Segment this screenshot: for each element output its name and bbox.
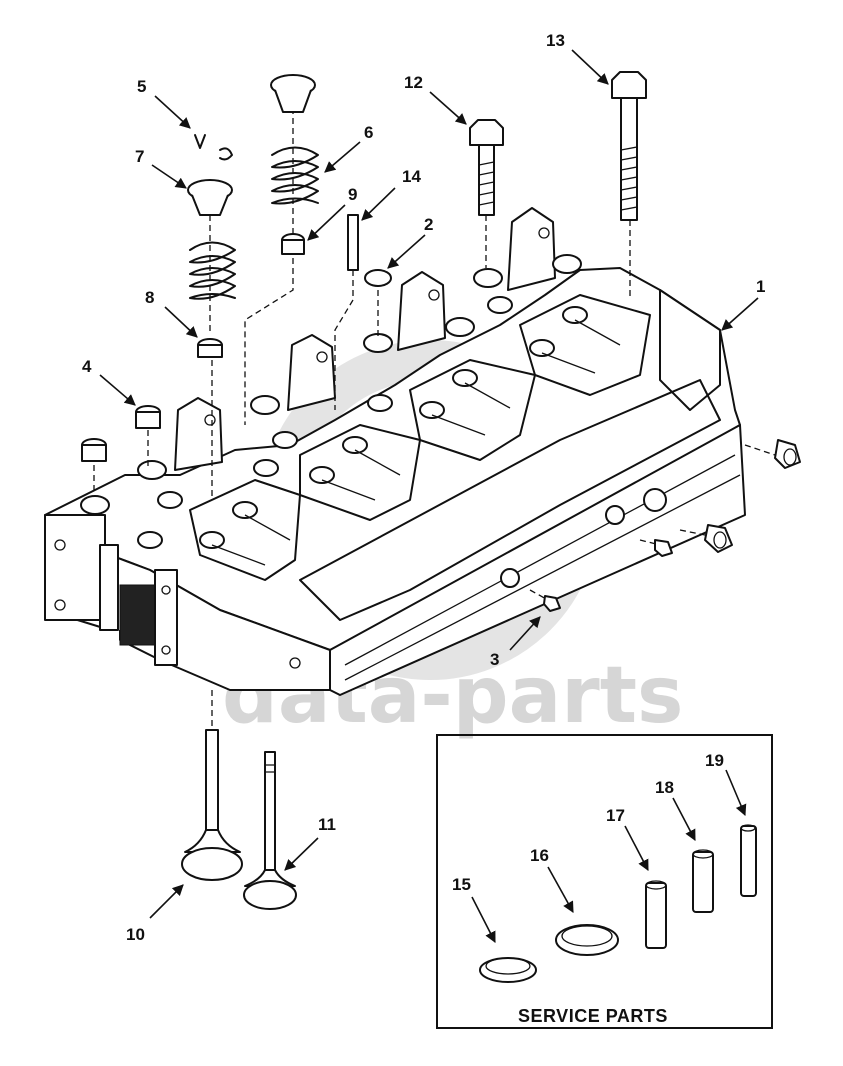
leader-8 [164,306,198,338]
service-parts-title: SERVICE PARTS [518,1006,668,1026]
rear-end-block [659,289,721,411]
callout-leaders [99,49,759,943]
sleeve-part-14 [347,214,359,271]
spring-retainer-right [270,74,316,113]
leader-12 [429,91,467,125]
callout-17: 17 [606,806,625,825]
callout-12: 12 [404,73,423,92]
callout-2: 2 [424,215,433,234]
leader-6 [324,141,361,173]
callout-18: 18 [655,778,674,797]
deck-bolt-holes [80,254,582,549]
leader-19 [725,769,747,817]
callout-14: 14 [402,167,421,186]
head-bolt-short [469,119,504,216]
callout-13: 13 [546,31,565,50]
rocker-pedestal-1 [174,397,223,471]
callout-16: 16 [530,846,549,865]
leader-14 [361,187,396,221]
service-parts-frame [436,734,773,1029]
callout-8: 8 [145,288,154,307]
front-end-block [44,514,106,621]
leader-16 [547,866,574,913]
plug-front [81,438,107,462]
cylinder-head [44,207,746,696]
gasket-rail [189,479,301,581]
callout-4: 4 [82,357,92,376]
rocker-pedestal-3 [397,271,446,351]
service-pin-19 [740,824,757,897]
leader-3 [509,616,541,651]
side-plug-large [774,439,801,469]
leader-2 [387,234,426,269]
callout-3: 3 [490,650,499,669]
cylinder-head-side-face [329,424,746,696]
valve-stem-seal-left [197,338,223,358]
leader-13 [571,49,609,85]
valve-spring-left [189,241,236,300]
leader-15 [471,896,496,943]
leader-9 [307,204,346,241]
spring-retainer-left [187,179,233,216]
intake-valve [181,729,243,881]
leader-11 [284,837,319,871]
callout-11: 11 [318,815,336,834]
plug-part-4 [135,405,161,429]
rocker-arm-set [199,306,621,566]
rocker-pedestal-2 [287,334,336,411]
leader-10 [149,884,184,919]
side-plug-3 [543,595,561,612]
service-parts-box: SERVICE PARTS [436,734,773,1029]
leader-1 [721,297,759,331]
valve-stem-seal-right [281,233,305,255]
callout-6: 6 [364,123,373,142]
front-end-slot [119,584,156,646]
callout-labels: 1 2 3 4 5 6 7 8 9 10 11 12 13 14 15 16 1… [82,31,765,944]
service-ring-15 [479,957,537,983]
side-plug-medium [704,524,733,553]
callout-9: 9 [348,185,357,204]
callout-19: 19 [705,751,724,770]
leader-18 [672,797,696,841]
ring-part-2 [364,269,392,287]
callout-15: 15 [452,875,471,894]
side-plug-small [654,539,673,557]
leader-4 [99,374,136,406]
callout-7: 7 [135,147,144,166]
service-pin-17 [645,880,667,949]
callout-1: 1 [756,277,765,296]
valve-keepers [194,134,233,161]
callout-10: 10 [126,925,145,944]
service-ring-16 [555,924,619,956]
rocker-pedestal-4 [507,207,556,291]
valve-spring-right [271,146,319,205]
leader-5 [154,95,191,129]
leader-17 [624,825,649,871]
assembly-lines [93,98,776,730]
callout-5: 5 [137,77,146,96]
exhaust-valve [243,751,297,910]
service-pin-18 [692,849,714,913]
leader-7 [151,164,187,189]
head-bolt-long [611,71,647,221]
